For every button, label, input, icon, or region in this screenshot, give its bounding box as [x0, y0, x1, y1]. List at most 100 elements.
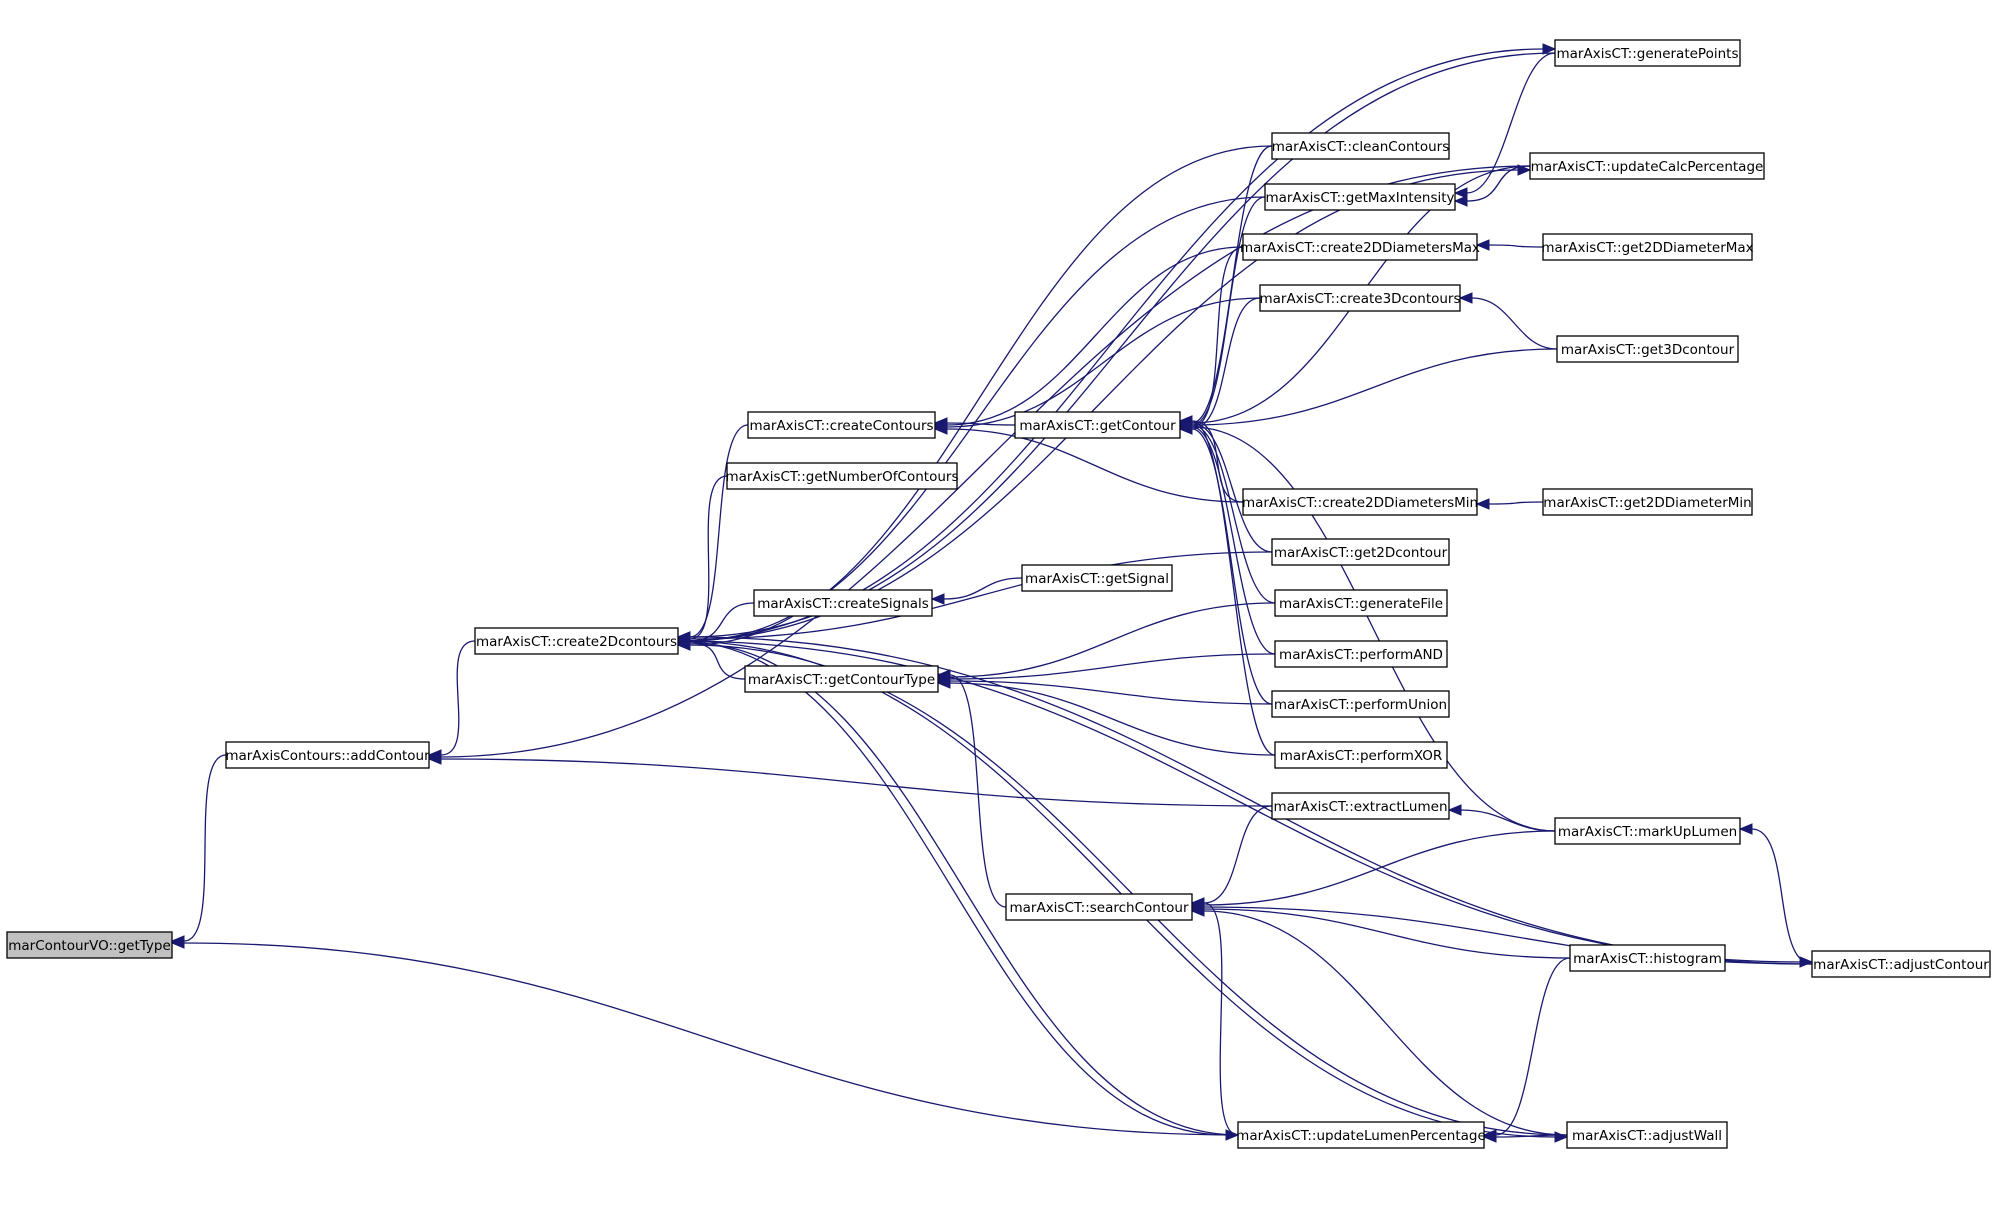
node-box: [1554, 39, 1741, 67]
node-create2-dcontours[interactable]: marAxisCT::create2Dcontours: [474, 627, 679, 655]
call-edge: [936, 653, 1276, 685]
call-edge-line: [440, 640, 476, 756]
arrowhead-icon: [933, 423, 948, 435]
node-box: [1542, 488, 1753, 516]
call-edge-line: [689, 642, 746, 680]
call-edge-line: [1203, 805, 1273, 904]
node-box: [747, 411, 936, 439]
call-edge: [170, 937, 1239, 1136]
node-box: [1274, 640, 1448, 668]
call-edge-line: [1203, 830, 1556, 906]
node-mark-up-lumen[interactable]: marAxisCT::markUpLumen: [1554, 817, 1741, 845]
node-create3-dcontours[interactable]: marAxisCT::create3Dcontours: [1259, 284, 1461, 312]
node-get2-dcontour[interactable]: marAxisCT::get2Dcontour: [1271, 538, 1450, 566]
node-label: marAxisCT::updateCalcPercentage: [1531, 159, 1764, 175]
node-get2-ddiameter-min[interactable]: marAxisCT::get2DDiameterMin: [1542, 488, 1753, 516]
call-edge-line: [1191, 196, 1266, 426]
node-clean-contours[interactable]: marAxisCT::cleanContours: [1271, 132, 1450, 160]
node-get-number-of-contours[interactable]: marAxisCT::getNumberOfContours: [726, 462, 959, 490]
node-label: marContourVO::getType: [8, 938, 171, 954]
node-box: [1542, 233, 1753, 261]
call-edge-line: [946, 297, 1261, 428]
call-edge: [1475, 239, 1544, 251]
node-extract-lumen[interactable]: marAxisCT::extractLumen: [1271, 792, 1450, 820]
call-edge: [427, 640, 476, 761]
call-edge-line: [1495, 957, 1571, 1136]
call-edge-line: [943, 577, 1023, 600]
node-box: [1274, 589, 1448, 617]
node-adjust-wall[interactable]: marAxisCT::adjustWall: [1566, 1121, 1728, 1149]
call-edge-line: [689, 424, 749, 638]
node-label: marAxisCT::histogram: [1573, 951, 1722, 967]
node-adjust-contour[interactable]: marAxisCT::adjustContour: [1811, 950, 1991, 978]
call-edge: [676, 475, 728, 645]
call-edge-line: [1191, 246, 1244, 428]
node-box: [1271, 792, 1450, 820]
node-perform-xor[interactable]: marAxisCT::performXOR: [1274, 741, 1448, 769]
call-edge: [1458, 292, 1558, 350]
node-label: marAxisCT::searchContour: [1009, 900, 1188, 916]
node-label: marAxisCT::create2DDiametersMax: [1240, 240, 1480, 256]
node-histogram[interactable]: marAxisCT::histogram: [1569, 944, 1726, 972]
node-label: marAxisCT::performXOR: [1280, 748, 1443, 764]
node-label: marAxisCT::extractLumen: [1273, 799, 1447, 815]
node-perform-union[interactable]: marAxisCT::performUnion: [1271, 690, 1450, 718]
arrowhead-icon: [1178, 421, 1193, 433]
node-get-signal[interactable]: marAxisCT::getSignal: [1021, 564, 1173, 592]
node-get-max-intensity[interactable]: marAxisCT::getMaxIntensity: [1264, 183, 1456, 211]
node-box: [744, 665, 939, 693]
call-edge: [1178, 421, 1556, 832]
call-edge-line: [949, 674, 1007, 908]
node-create-signals[interactable]: marAxisCT::createSignals: [753, 589, 933, 617]
node-label: marAxisCT::get2DDiameterMin: [1543, 495, 1751, 511]
node-create2-ddiameters-max[interactable]: marAxisCT::create2DDiametersMax: [1240, 233, 1480, 261]
call-edge-line: [689, 551, 1273, 640]
node-add-contour[interactable]: marAxisContours::addContour: [225, 741, 430, 769]
node-label: marAxisCT::create2Dcontours: [476, 634, 677, 650]
node-label: marAxisContours::addContour: [225, 748, 430, 764]
node-generate-file[interactable]: marAxisCT::generateFile: [1274, 589, 1448, 617]
node-perform-and[interactable]: marAxisCT::performAND: [1274, 640, 1448, 668]
node-label: marAxisCT::performUnion: [1274, 697, 1447, 713]
arrowhead-icon: [1453, 187, 1468, 199]
node-box: [225, 741, 430, 769]
node-get-type[interactable]: marContourVO::getType: [6, 931, 173, 959]
node-create2-ddiameters-min[interactable]: marAxisCT::create2DDiametersMin: [1242, 488, 1478, 516]
node-update-calc-percentage[interactable]: marAxisCT::updateCalcPercentage: [1529, 152, 1765, 180]
node-get-contour-type[interactable]: marAxisCT::getContourType: [744, 665, 939, 693]
node-label: marAxisCT::cleanContours: [1272, 139, 1450, 155]
node-search-contour[interactable]: marAxisCT::searchContour: [1005, 893, 1193, 921]
node-create-contours[interactable]: marAxisCT::createContours: [747, 411, 936, 439]
call-edge: [1482, 957, 1571, 1141]
node-label: marAxisCT::create3Dcontours: [1259, 291, 1460, 307]
call-edge-line: [1191, 420, 1276, 756]
call-edge-line: [1488, 244, 1544, 248]
call-edge: [676, 145, 1273, 651]
call-edge-line: [1191, 297, 1261, 430]
call-edge-line: [1460, 809, 1556, 832]
node-get3-dcontour[interactable]: marAxisCT::get3Dcontour: [1556, 335, 1739, 363]
call-edge-line: [689, 642, 1239, 1136]
node-get2-ddiameter-max[interactable]: marAxisCT::get2DDiameterMax: [1541, 233, 1754, 261]
arrowhead-icon: [1190, 905, 1205, 917]
call-edge-line: [1471, 297, 1558, 350]
node-label: marAxisCT::performAND: [1279, 647, 1443, 663]
node-label: marAxisCT::getMaxIntensity: [1265, 190, 1454, 206]
node-box: [1566, 1121, 1728, 1149]
node-generate-points[interactable]: marAxisCT::generatePoints: [1554, 39, 1741, 67]
node-get-contour[interactable]: marAxisCT::getContour: [1014, 411, 1181, 439]
node-box: [1554, 817, 1741, 845]
arrowhead-icon: [1542, 43, 1557, 55]
call-edge: [676, 424, 749, 643]
node-box: [1271, 690, 1450, 718]
call-edge-line: [949, 682, 1276, 756]
call-edge-line: [677, 640, 1801, 963]
arrowhead-icon: [1190, 897, 1205, 909]
arrowhead-icon: [1475, 498, 1490, 510]
nodes-layer: marContourVO::getType marAxisContours::ad…: [6, 39, 1991, 1149]
node-update-lumen-percentage[interactable]: marAxisCT::updateLumenPercentage: [1236, 1121, 1486, 1149]
call-edge: [936, 602, 1276, 683]
call-edge: [936, 675, 1273, 705]
node-label: marAxisCT::createContours: [749, 418, 933, 434]
